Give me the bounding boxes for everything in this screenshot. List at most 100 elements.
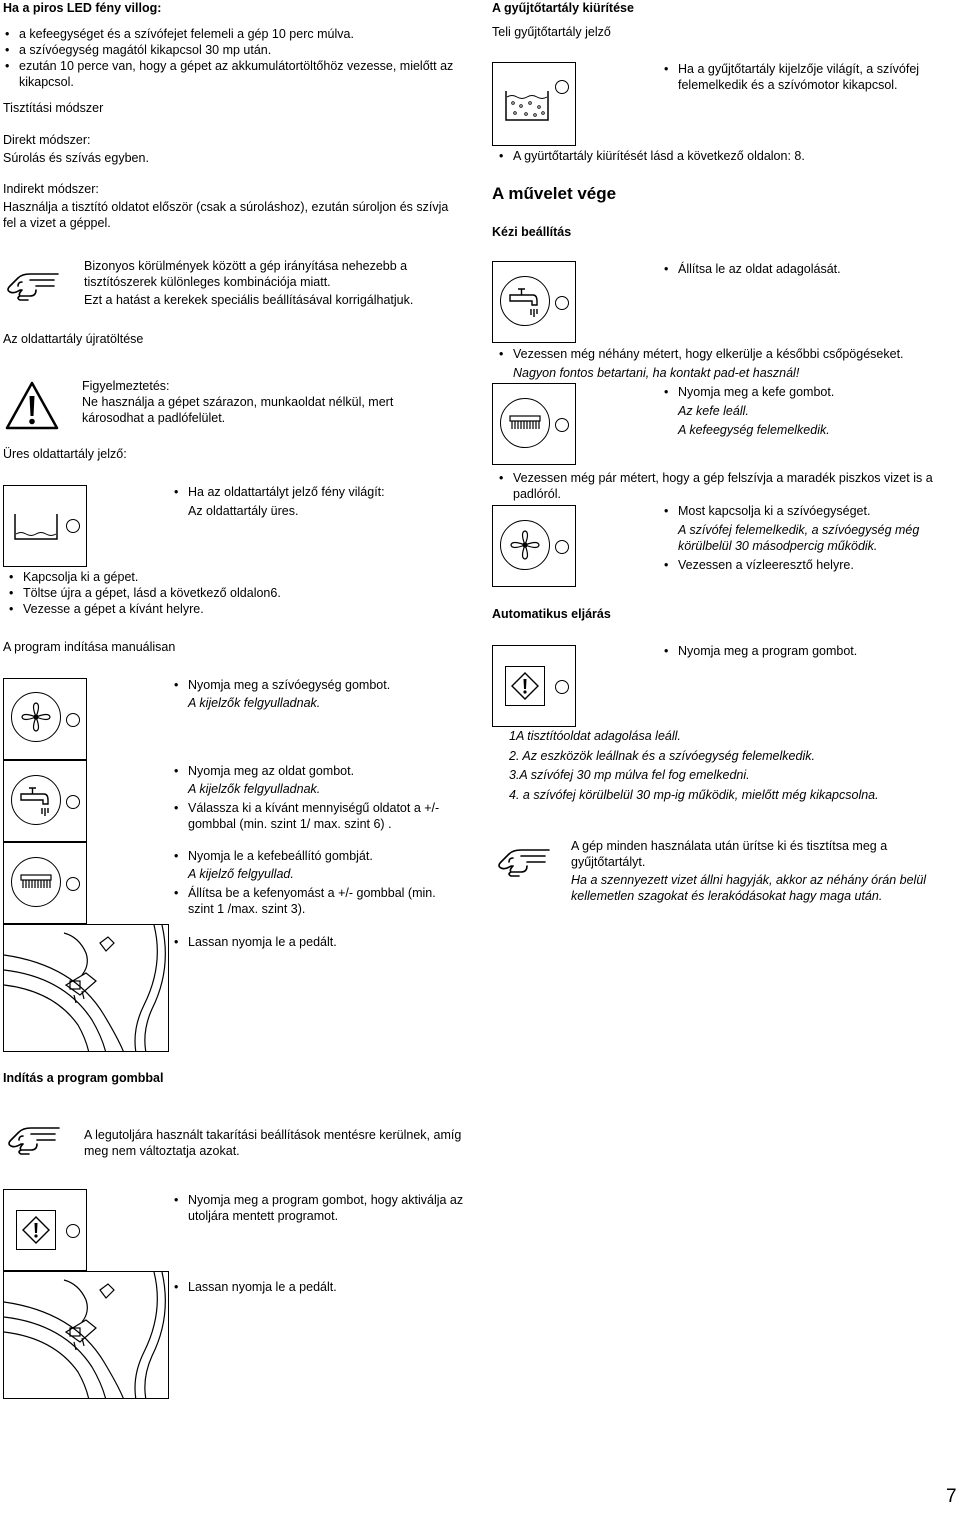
bullet-text: Vezessen még néhány métert, hogy elkerül…	[497, 346, 957, 362]
end-title: A művelet vége	[492, 184, 617, 203]
led-bullet: a kefeegységet és a szívófejet felemeli …	[3, 26, 473, 42]
led-bullet: ezután 10 perce van, hogy a gépet az akk…	[3, 58, 473, 90]
full-tank-indicator	[492, 62, 576, 146]
fan-off-step: Most kapcsolja ki a szívóegységet. A szí…	[662, 503, 952, 573]
step-bullet: Nyomja meg a szívóegység gombot.	[172, 677, 462, 693]
step-result: A kijelzők felgyulladnak.	[188, 782, 321, 796]
drive-more: Vezessen még néhány métert, hogy elkerül…	[497, 346, 957, 381]
step-solution: Nyomja meg az oldat gombot. A kijelzők f…	[172, 763, 462, 832]
indicator-light-icon	[66, 877, 80, 891]
led-title: Ha a piros LED fény villog:	[3, 1, 162, 15]
empty-tank-indicator	[3, 485, 87, 567]
brush-button[interactable]	[11, 857, 61, 907]
indicator-light-icon	[66, 1224, 80, 1238]
tap-icon	[20, 787, 49, 816]
program-button-panel	[492, 645, 576, 727]
program-start-title: Indítás a program gombbal	[3, 1071, 164, 1085]
manual-settings-title: Kézi beállítás	[492, 225, 572, 239]
pointing-hand-icon	[493, 844, 551, 880]
step-program: Nyomja meg a program gombot, hogy aktivá…	[172, 1192, 472, 1224]
step-bullet: Nyomja le a kefebeállító gombját.	[172, 848, 462, 864]
full-tank-icon	[505, 91, 549, 121]
refill-title: Az oldattartály újratöltése	[3, 332, 144, 346]
bullet-text: Ha a gyűjtőtartály kijelzője világít, a …	[662, 61, 952, 93]
indicator-light-icon	[555, 296, 569, 310]
drive-dirty: Vezessen még pár métert, hogy a gép fels…	[497, 470, 959, 502]
brush-button[interactable]	[500, 398, 550, 448]
brush-icon	[20, 874, 52, 888]
program-button-step: Nyomja meg a program gombot.	[662, 643, 952, 659]
fan-button-panel	[3, 678, 87, 760]
note-text: Ezt a hatást a kerekek speciális beállít…	[84, 293, 414, 307]
step-bullet: Lassan nyomja le a pedált.	[172, 1279, 462, 1295]
solution-button[interactable]	[500, 276, 550, 326]
step-bullet: Lassan nyomja le a pedált.	[172, 934, 462, 950]
note-text: Ha a szennyezett vizet állni hagyják, ak…	[571, 873, 927, 903]
stop-dosing: Állítsa le az oldat adagolását.	[662, 261, 952, 277]
auto-step: 1A tisztítóoldat adagolása leáll.	[509, 729, 681, 743]
indirect-method-title: Indirekt módszer:	[3, 182, 99, 196]
step-bullet: Nyomja meg az oldat gombot.	[172, 763, 462, 779]
indicator-light-icon	[555, 540, 569, 554]
step-brush: Nyomja le a kefebeállító gombját. A kije…	[172, 848, 462, 917]
note-text: Bizonyos körülmények között a gép irányí…	[84, 259, 408, 289]
fan-button[interactable]	[500, 520, 550, 570]
solution-button-panel	[3, 760, 87, 842]
brush-button-panel	[492, 383, 576, 465]
fan-button-panel	[492, 505, 576, 587]
pedal-illustration	[3, 1271, 169, 1399]
warning-title: Figyelmeztetés:	[82, 379, 170, 393]
indicator-light-icon	[555, 80, 569, 94]
cleaning-methods-title: Tisztítási módszer	[3, 101, 104, 115]
led-section: Ha a piros LED fény villog: a kefeegység…	[3, 0, 473, 90]
step-bullet: Válassza ki a kívánt mennyiségű oldatot …	[172, 800, 462, 832]
program-button[interactable]	[16, 1210, 56, 1250]
step-program-pedal: Lassan nyomja le a pedált.	[172, 1279, 462, 1295]
warning-triangle-icon	[4, 380, 60, 432]
fan-icon	[510, 530, 540, 560]
brush-step: Nyomja meg a kefe gombot. Az kefe leáll.…	[662, 384, 952, 438]
bullet-text: Vezessen még pár métert, hogy a gép fels…	[497, 470, 959, 502]
auto-step: 3.A szívófej 30 mp múlva fel fog emelked…	[509, 768, 750, 782]
brush-icon	[509, 415, 541, 429]
indicator-light-icon	[555, 680, 569, 694]
indicator-light-icon	[66, 519, 80, 533]
indirect-method-text: Használja a tisztító oldatot először (cs…	[3, 200, 449, 230]
refill-steps: Kapcsolja ki a gépet. Töltse újra a gépe…	[7, 569, 457, 617]
auto-title: Automatikus eljárás	[492, 607, 611, 621]
fan-button[interactable]	[11, 692, 61, 742]
direct-method-title: Direkt módszer:	[3, 133, 91, 147]
warning-text: Ne használja a gépet szárazon, munkaolda…	[82, 395, 394, 425]
bullet-text: Most kapcsolja ki a szívóegységet.	[662, 503, 952, 519]
after-use-note: A gép minden használata után ürítse ki é…	[571, 838, 956, 904]
indicator-light-icon	[66, 713, 80, 727]
warning-block: Figyelmeztetés: Ne használja a gépet szá…	[82, 378, 432, 426]
direct-method-text: Súrolás és szívás egyben.	[3, 151, 149, 165]
note-text: A gép minden használata után ürítse ki é…	[571, 839, 888, 869]
led-bullet-list: a kefeegységet és a szívófejet felemeli …	[3, 26, 473, 90]
pedal-illustration	[3, 924, 169, 1052]
program-button-panel	[3, 1189, 87, 1271]
auto-steps: 1A tisztítóoldat adagolása leáll. 2. Az …	[509, 727, 949, 805]
indicator-light-icon	[555, 418, 569, 432]
led-bullet: a szívóegység magától kikapcsol 30 mp ut…	[3, 42, 473, 58]
solution-button[interactable]	[11, 775, 61, 825]
brush-button-panel	[3, 842, 87, 924]
note-wheel-adjustment: Bizonyos körülmények között a gép irányí…	[84, 258, 464, 308]
program-button[interactable]	[505, 666, 545, 706]
page-number: 7	[946, 1486, 957, 1507]
step-bullet: Állítsa be a kefenyomást a +/- gombbal (…	[172, 885, 462, 917]
step-result: A kijelző felgyullad.	[188, 867, 294, 881]
foot-pedal-icon	[4, 1272, 166, 1398]
note-saved-settings: A legutoljára használt takarítási beállí…	[84, 1128, 462, 1158]
bullet-result: A szívófej felemelkedik, a szívóegység m…	[678, 523, 920, 553]
bullet-text: A gyürtőtartály kiürítését lásd a követk…	[497, 148, 937, 164]
bullet-text: Vezessen a vízleeresztő helyre.	[662, 557, 952, 573]
empty-indicator-label: Üres oldattartály jelző:	[3, 447, 127, 461]
bullet-text: Ha az oldattartályt jelző fény világít:	[172, 484, 452, 500]
fan-icon	[21, 702, 51, 732]
manual-start-title: A program indítása manuálisan	[3, 640, 176, 654]
bullet-result: A kefeegység felemelkedik.	[678, 423, 830, 437]
collector-empty-ref: A gyürtőtartály kiürítését lásd a követk…	[497, 148, 937, 164]
step-fan: Nyomja meg a szívóegység gombot. A kijel…	[172, 677, 462, 711]
